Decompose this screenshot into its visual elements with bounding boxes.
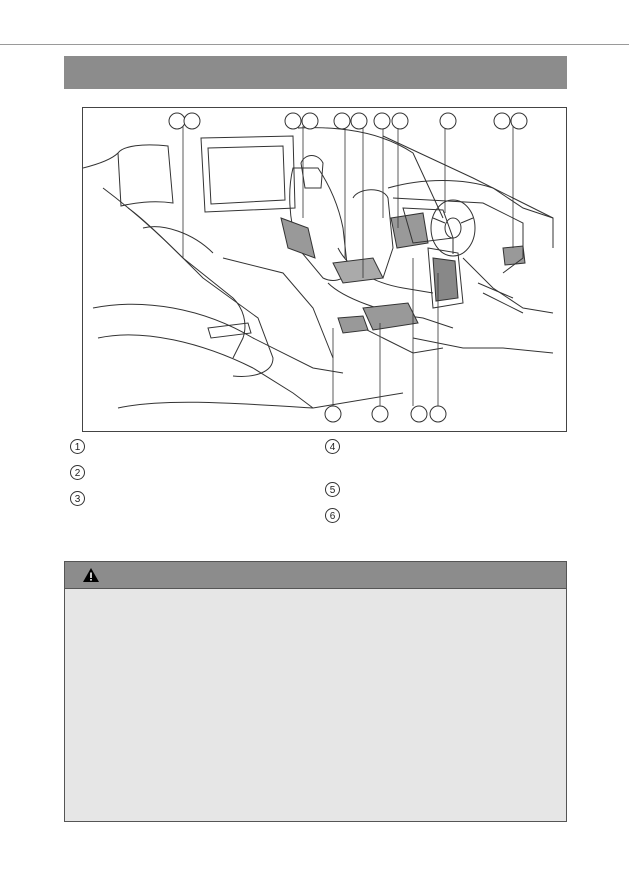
legend-item-3: 3	[70, 489, 85, 507]
legend-number: 6	[325, 507, 340, 523]
legend-number: 5	[325, 481, 340, 497]
legend-item-1: 1	[70, 437, 85, 455]
legend-number: 4	[325, 438, 340, 454]
section-header-bar	[64, 56, 567, 89]
legend-item-2: 2	[70, 463, 85, 481]
interior-illustration	[82, 107, 567, 432]
top-rule	[0, 44, 629, 45]
legend-item-6: 6	[325, 506, 340, 524]
legend-number: 3	[70, 490, 85, 506]
warning-triangle-icon	[83, 568, 99, 582]
legend-item-5: 5	[325, 480, 340, 498]
legend-number: 1	[70, 438, 85, 454]
legend-item-4: 4	[325, 437, 340, 455]
warning-box	[64, 561, 567, 822]
vehicle-interior-drawing	[83, 112, 554, 423]
warning-header	[65, 562, 566, 589]
legend-number: 2	[70, 464, 85, 480]
